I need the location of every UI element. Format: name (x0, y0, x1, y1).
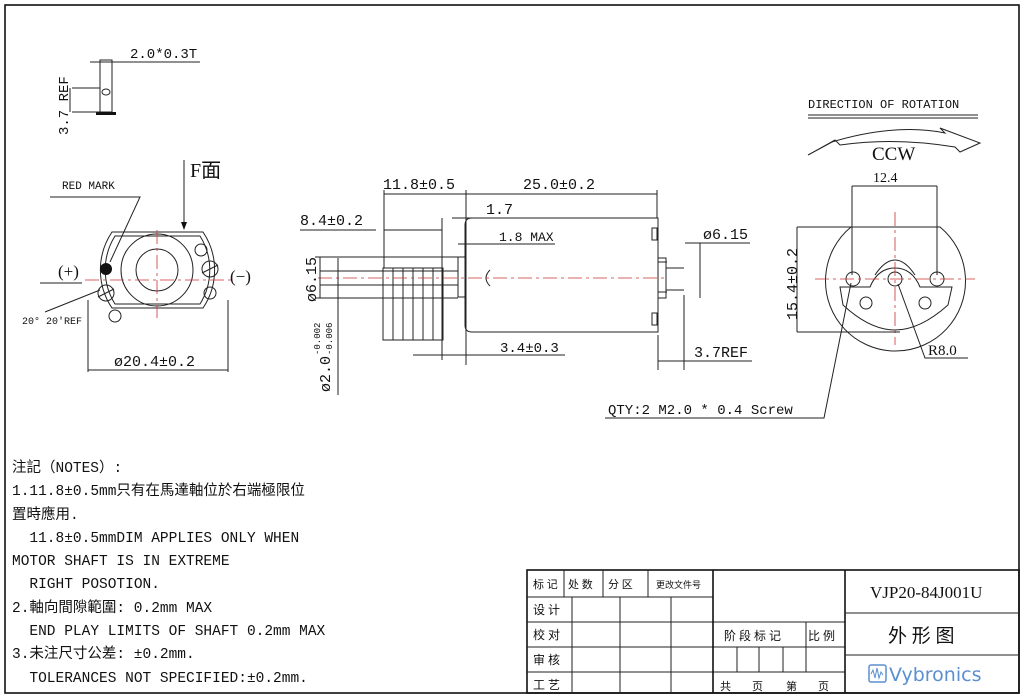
angle-label: 20° 20'REF (22, 316, 82, 328)
left-diameter-label: ø6.15 (304, 257, 321, 302)
front-view: F面 RED MARK (+) (−) 20° 20'REF ø20.4±0.2 (22, 160, 251, 372)
screw-label: QTY:2 M2.0 * 0.4 Screw (608, 403, 793, 419)
note-line: 置時應用. (12, 507, 79, 524)
title-block: 标 记 处 数 分 区 更改文件号 设 计 校 对 审 核 工 艺 阶 段 标 … (526, 569, 1020, 694)
note-line: END PLAY LIMITS OF SHAFT 0.2mm MAX (12, 624, 326, 641)
gap-label: 1.7 (486, 202, 513, 219)
header-zone: 分 区 (608, 578, 633, 591)
tab-dim-label: 2.0*0.3T (130, 47, 197, 63)
red-mark-dot (100, 263, 112, 275)
body-length-label: 25.0±0.2 (523, 177, 595, 194)
face-label: F面 (190, 160, 221, 182)
vybronics-logo: Vybronics (868, 664, 981, 686)
pages-total: 共 (720, 680, 731, 693)
shaft-diameter-label: ø2.0 (318, 356, 335, 392)
row-process: 工 艺 (533, 678, 560, 692)
weight-length-label: 8.4±0.2 (300, 213, 363, 230)
radius-label: R8.0 (928, 343, 957, 359)
plus-terminal-label: (+) (58, 262, 79, 281)
waveform-icon (868, 664, 887, 683)
side-view: 11.8±0.5 25.0±0.2 8.4±0.2 1.7 1.8 MAX ø6… (300, 177, 752, 395)
note-line: 2.軸向間隙範圍: 0.2mm MAX (12, 600, 213, 617)
notes-title: 注記（NOTES）: (12, 461, 123, 477)
row-design: 设 计 (533, 603, 560, 617)
note-line: 1.11.8±0.5mm只有在馬達軸位於右端極限位 (12, 484, 305, 501)
terminal-length-label: 3.7REF (694, 345, 748, 362)
end-view: DIRECTION OF ROTATION CCW 12.4 15.4±0.2 … (605, 98, 982, 419)
header-change-doc: 更改文件号 (656, 579, 701, 590)
header-mark: 标 记 (533, 577, 558, 591)
note-line: 11.8±0.5mmDIM APPLIES ONLY WHEN (12, 530, 300, 547)
note-line: MOTOR SHAFT IS IN EXTREME (12, 554, 230, 571)
diameter-label: ø20.4±0.2 (114, 354, 195, 371)
height-label: 15.4±0.2 (785, 248, 802, 320)
rotation-arrow-icon (807, 127, 982, 156)
shaft-tolerance-upper: -0.002 (313, 323, 323, 355)
rotation-label: CCW (872, 144, 915, 165)
pages-current: 第 (786, 679, 797, 693)
spacing-label: 12.4 (873, 171, 898, 186)
drawing-title: 外 形 图 (888, 625, 955, 647)
header-count: 处 数 (568, 578, 593, 591)
pages-unit-2: 页 (818, 681, 829, 693)
notes-section: 注記（NOTES）: 1.11.8±0.5mm只有在馬達軸位於右端極限位 置時應… (12, 458, 325, 691)
note-line: TOLERANCES NOT SPECIFIED:±0.2mm. (12, 670, 308, 687)
right-diameter-label: ø6.15 (703, 227, 748, 244)
note-line: RIGHT POSOTION. (12, 577, 160, 594)
terminal-tab-detail: 2.0*0.3T 3.7 REF (57, 47, 200, 135)
part-number: VJP20-84J001U (870, 583, 982, 602)
logo-text: Vybronics (889, 664, 981, 686)
rotation-title: DIRECTION OF ROTATION (808, 98, 959, 112)
row-check: 校 对 (533, 627, 560, 642)
drawing-frame (4, 4, 1020, 694)
offset-label: 3.4±0.3 (500, 341, 559, 357)
scale-label: 比 例 (808, 629, 835, 643)
pages-unit-1: 页 (752, 681, 763, 693)
minus-terminal-label: (−) (230, 267, 251, 286)
shaft-length-label: 11.8±0.5 (383, 177, 455, 194)
stage-label: 阶 段 标 记 (724, 628, 781, 643)
row-review: 审 核 (533, 652, 560, 667)
max-label: 1.8 MAX (499, 230, 554, 245)
shaft-tolerance-lower: -0.006 (325, 323, 335, 355)
tab-height-label: 3.7 REF (57, 76, 73, 135)
red-mark-label: RED MARK (62, 181, 115, 193)
note-line: 3.未注尺寸公差: ±0.2mm. (12, 647, 195, 664)
